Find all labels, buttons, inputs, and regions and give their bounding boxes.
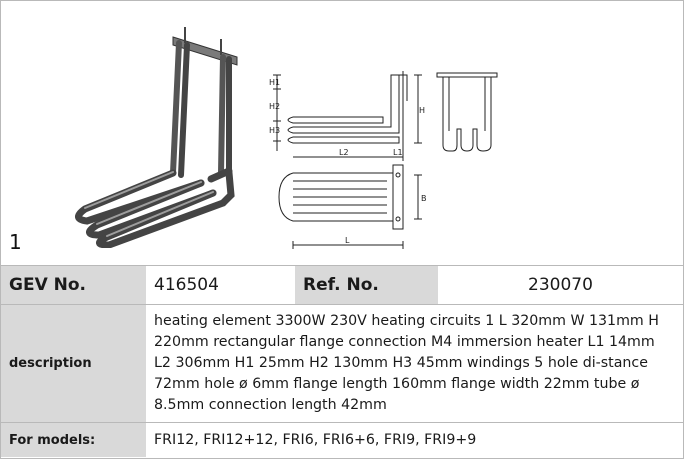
models-value: FRI12, FRI12+12, FRI6, FRI6+6, FRI9, FRI…: [146, 423, 683, 457]
table-row-description: description heating element 3300W 230V h…: [1, 304, 683, 422]
table-row-models: For models: FRI12, FRI12+12, FRI6, FRI6+…: [1, 422, 683, 457]
dim-h1: H1: [269, 78, 280, 87]
dim-b: B: [421, 194, 427, 203]
figure-number: 1: [9, 230, 22, 254]
ref-value: 230070: [438, 266, 683, 304]
dim-h2: H2: [269, 102, 280, 111]
dim-l2: L2: [339, 148, 349, 157]
models-label: For models:: [1, 423, 146, 457]
side-view-drawing: H1 H2 H3 H L2 L1: [269, 71, 425, 161]
dim-h3: H3: [269, 126, 280, 135]
heating-element-photo: [75, 27, 238, 248]
gev-value: 416504: [146, 266, 295, 304]
top-view-drawing: B L: [278, 164, 427, 249]
dim-l: L: [345, 236, 350, 245]
ref-label: Ref. No.: [295, 266, 438, 304]
table-row-ids: GEV No. 416504 Ref. No. 230070: [1, 265, 683, 304]
description-label: description: [1, 305, 146, 422]
dim-l1: L1: [393, 148, 403, 157]
end-view-drawing: [436, 72, 498, 152]
product-spec-table: GEV No. 416504 Ref. No. 230070 descripti…: [1, 265, 683, 457]
product-image-panel: H1 H2 H3 H L2 L1: [1, 1, 683, 265]
description-text: heating element 3300W 230V heating circu…: [146, 305, 683, 422]
gev-label: GEV No.: [1, 266, 146, 304]
dim-h: H: [419, 106, 425, 115]
